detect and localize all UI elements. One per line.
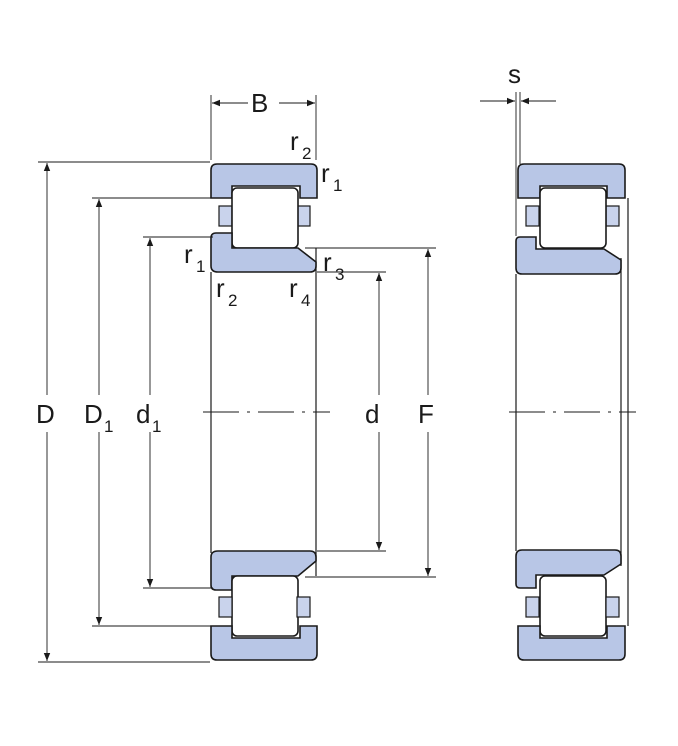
right-outer-ring-bottom xyxy=(517,625,626,661)
right-cage-bottom-left xyxy=(525,596,540,618)
roller-top xyxy=(231,187,299,249)
right-section-view: s xyxy=(480,59,636,661)
right-inner-ring-top xyxy=(515,236,622,275)
label-F: F xyxy=(418,399,434,429)
label-r1-top-right-sub: 1 xyxy=(333,176,342,195)
dimension-lines xyxy=(38,95,436,663)
inner-ring-top xyxy=(210,232,317,273)
label-r4-sub: 4 xyxy=(301,291,310,310)
cage-bottom-right xyxy=(296,596,311,618)
label-r1-left: r xyxy=(184,239,193,269)
outer-ring-top xyxy=(210,163,318,199)
right-outer-ring-top xyxy=(517,163,626,199)
label-r1-top-right: r xyxy=(321,158,330,188)
right-cage-top-left xyxy=(525,205,540,227)
right-cage-bottom-right xyxy=(605,596,620,618)
label-r2-top: r xyxy=(290,126,299,156)
label-d1-sub: 1 xyxy=(152,417,161,436)
label-D1: D xyxy=(84,399,103,429)
label-d1: d xyxy=(136,399,150,429)
outer-ring-bottom xyxy=(210,625,318,661)
cage-top-left xyxy=(218,205,233,227)
label-r1-left-sub: 1 xyxy=(196,257,205,276)
right-inner-ring-bottom xyxy=(515,549,622,589)
label-r3-sub: 3 xyxy=(335,265,344,284)
label-d: d xyxy=(365,399,379,429)
label-r4: r xyxy=(289,273,298,303)
label-r2-bottom: r xyxy=(216,273,225,303)
inner-ring-bottom xyxy=(210,550,317,591)
label-r3: r xyxy=(323,247,332,277)
left-section-view xyxy=(203,163,330,661)
cage-bottom-left xyxy=(218,596,233,618)
cage-top-right xyxy=(296,205,311,227)
dimension-labels: B D D 1 d 1 d F r 2 r 1 r 1 r 3 r 2 r 4 xyxy=(36,88,434,436)
label-r2-bottom-sub: 2 xyxy=(228,291,237,310)
label-D: D xyxy=(36,399,55,429)
right-cage-top-right xyxy=(605,205,620,227)
label-D1-sub: 1 xyxy=(104,417,113,436)
label-s: s xyxy=(508,59,521,89)
label-B: B xyxy=(251,88,268,118)
roller-bottom xyxy=(231,575,299,637)
right-roller-top xyxy=(539,187,607,249)
label-r2-top-sub: 2 xyxy=(302,144,311,163)
right-roller-bottom xyxy=(539,575,607,637)
